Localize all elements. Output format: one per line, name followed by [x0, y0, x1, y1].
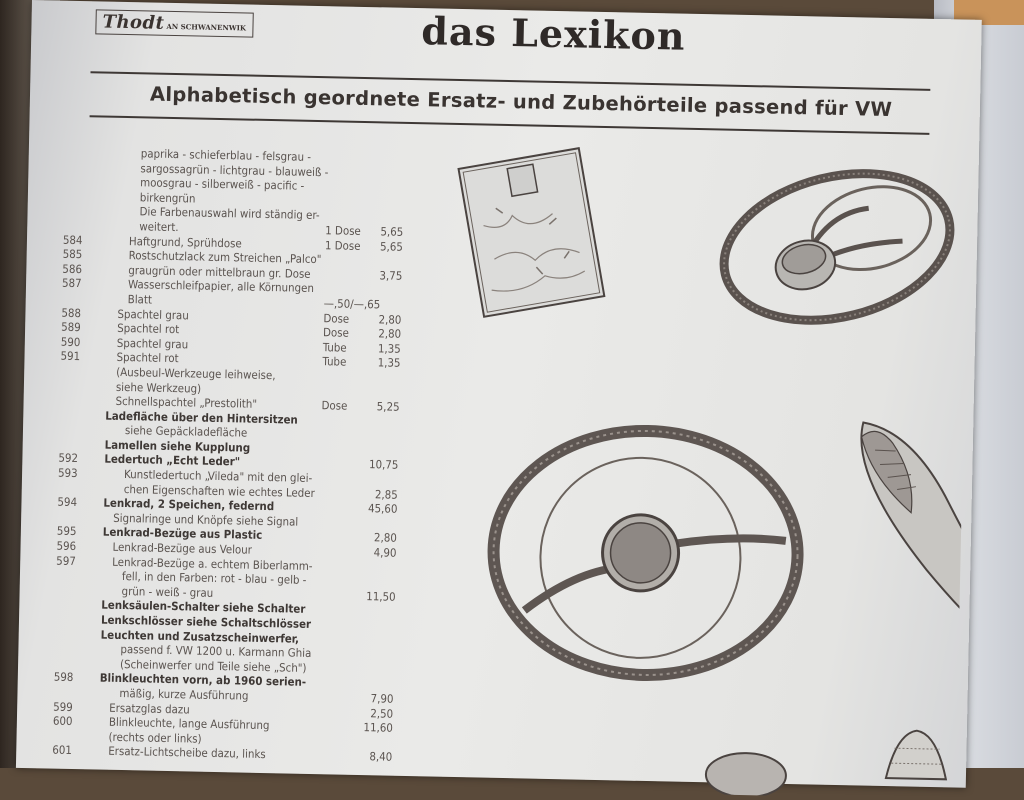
- item-number: [65, 145, 111, 146]
- item-number: 587: [61, 276, 82, 291]
- item-description: Spachtel grau: [116, 335, 189, 352]
- item-number: [57, 509, 103, 510]
- item-price: 3,75: [379, 268, 403, 283]
- item-number: 599: [53, 699, 73, 714]
- parts-list: paprika - schieferblau - felsgrau -sargo…: [52, 145, 405, 765]
- item-number: [55, 626, 101, 627]
- item-number: [65, 159, 111, 160]
- item-price: 2,80: [373, 530, 397, 546]
- item-number: 589: [61, 319, 81, 335]
- item-number: [58, 480, 104, 481]
- item-price: 1,35: [377, 341, 401, 356]
- logo-small-text: AN SCHWANENWIK: [166, 21, 247, 33]
- item-description: birkengrün: [139, 190, 196, 206]
- item-unit: Tube: [322, 339, 347, 355]
- blinker-light-image: [860, 421, 970, 679]
- lamp-cap-image: [884, 729, 948, 781]
- item-number: [64, 203, 110, 204]
- item-price: 4,90: [373, 545, 397, 560]
- item-number: 591: [60, 348, 81, 364]
- item-price: 5,65: [379, 238, 404, 254]
- illustrations: [457, 147, 970, 799]
- item-price: 2,80: [378, 311, 402, 327]
- item-number: 600: [52, 713, 73, 729]
- item-price: 45,60: [367, 501, 398, 517]
- item-unit: Dose: [322, 325, 350, 340]
- item-number: [59, 422, 105, 423]
- item-description: Spachtel rot: [116, 350, 179, 366]
- item-unit: Dose: [321, 398, 348, 413]
- item-price: 2,80: [378, 326, 402, 341]
- page-subtitle: Alphabetisch geordnete Ersatz- und Zubeh…: [149, 82, 893, 122]
- item-number: [60, 393, 106, 394]
- item-price: 10,75: [368, 457, 399, 473]
- logo-main-text: Thodt: [102, 11, 165, 34]
- item-number: [60, 364, 106, 365]
- item-unit: 1 Dose: [325, 223, 361, 238]
- item-number: [56, 568, 102, 569]
- item-price: 11,50: [366, 588, 396, 604]
- item-number: [59, 407, 105, 408]
- item-number: 601: [52, 742, 73, 758]
- item-number: [55, 641, 101, 642]
- steering-wheel-small-image: [719, 169, 955, 325]
- item-price: 5,65: [380, 224, 404, 239]
- item-price: 5,25: [376, 399, 400, 414]
- item-description: Ersatz-Lichtscheibe dazu, links: [108, 744, 266, 762]
- item-description: Ersatzglas dazu: [109, 700, 190, 717]
- item-number: 598: [53, 669, 74, 685]
- item-number: [56, 597, 102, 598]
- item-number: 596: [56, 538, 77, 554]
- item-number: [64, 188, 110, 189]
- item-price: 11,60: [363, 720, 393, 735]
- item-number: 597: [56, 553, 76, 568]
- item-unit: Tube: [322, 354, 347, 369]
- item-number: [56, 582, 102, 583]
- item-number: 595: [56, 524, 77, 539]
- item-number: [62, 291, 108, 292]
- lamp-part-image: [704, 752, 787, 799]
- item-number: [54, 685, 100, 686]
- item-unit: —,50/—,65: [323, 296, 381, 312]
- item-price: 2,50: [370, 705, 394, 721]
- item-price: 1,35: [377, 355, 401, 371]
- item-number: [53, 728, 99, 729]
- item-number: [63, 218, 109, 219]
- item-unit: Dose: [323, 310, 350, 326]
- leather-cloth-package-image: [457, 147, 606, 318]
- page-title: das Lexikon: [420, 8, 686, 59]
- item-description: Blatt: [127, 292, 153, 307]
- item-price: 8,40: [369, 749, 393, 765]
- item-number: [60, 378, 106, 379]
- item-number: [64, 174, 110, 175]
- item-description: Spachtel rot: [117, 320, 180, 337]
- item-number: 590: [60, 334, 81, 349]
- item-price: 7,90: [370, 691, 394, 706]
- item-number: [55, 612, 101, 613]
- item-number: 594: [57, 494, 78, 510]
- item-price: 2,85: [374, 486, 398, 502]
- item-number: 586: [62, 261, 83, 276]
- item-number: [54, 655, 100, 656]
- item-unit: 1 Dose: [324, 237, 361, 253]
- steering-wheel-large-image: [487, 424, 804, 681]
- item-number: 584: [62, 232, 83, 247]
- item-number: 588: [61, 305, 82, 320]
- item-description: Spachtel grau: [117, 306, 189, 322]
- item-number: 593: [57, 465, 78, 481]
- item-description: weitert.: [139, 219, 179, 235]
- item-number: [59, 437, 105, 438]
- item-number: 592: [58, 451, 79, 466]
- item-number: 585: [62, 246, 83, 262]
